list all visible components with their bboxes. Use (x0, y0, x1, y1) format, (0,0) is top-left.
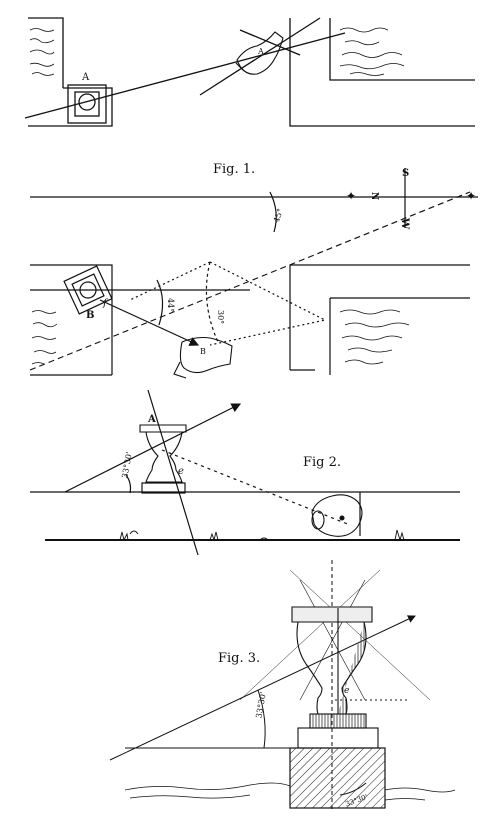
fig1-caption: Fig. 1. (213, 162, 256, 177)
fig1-compass-w: W (399, 217, 410, 230)
fig1-top-vase (235, 31, 284, 75)
fig1-star-left: ✦ (346, 189, 356, 203)
fig1-top-panel (24, 17, 475, 127)
fig2-panel (30, 389, 460, 556)
fig2-lying-vase (311, 494, 363, 537)
fig2-vase (139, 424, 187, 483)
fig1-angle-30: 30° (216, 310, 225, 324)
fig2-grass (119, 529, 405, 542)
fig2-caption: Fig 2. (303, 455, 342, 470)
fig2-label-e: e (178, 466, 184, 477)
fig1-label-b: B (86, 310, 94, 321)
fig1-compass-s: S (402, 168, 409, 179)
fig1-left-foliage (31, 310, 58, 365)
fig2-label-a: A (147, 414, 156, 425)
fig1-top-right-foliage (339, 27, 405, 76)
fig3-caption: Fig. 3. (218, 651, 261, 666)
fig1-compass-panel (29, 168, 478, 379)
fig1-top-left-foliage (29, 28, 55, 76)
fig3-vase (291, 606, 379, 749)
fig3-label-e: e (344, 686, 349, 696)
fig3-angle-left: 33°30' (254, 691, 267, 719)
fig1-letter-n: N (369, 192, 379, 200)
fig1-point-f: f (102, 298, 109, 309)
fig1-right-foliage (339, 309, 410, 365)
fig1-star-right: ✦ (466, 189, 476, 203)
fig1-vase-label-b: B (200, 347, 206, 356)
fig1-top-label-a: A (81, 72, 90, 83)
fig1-vase-b (173, 336, 233, 379)
fig1-top-vase-label-a: A (257, 47, 264, 56)
fig1-block-b (63, 265, 113, 315)
fig3-ground (124, 782, 456, 801)
fig3-panel (109, 560, 456, 810)
fig2-angle: 33°30' (120, 451, 133, 479)
fig3-pedestal (289, 747, 386, 809)
fig1-angle-44: 44° (166, 298, 175, 312)
fig1-angle-45: 45° (272, 207, 285, 223)
